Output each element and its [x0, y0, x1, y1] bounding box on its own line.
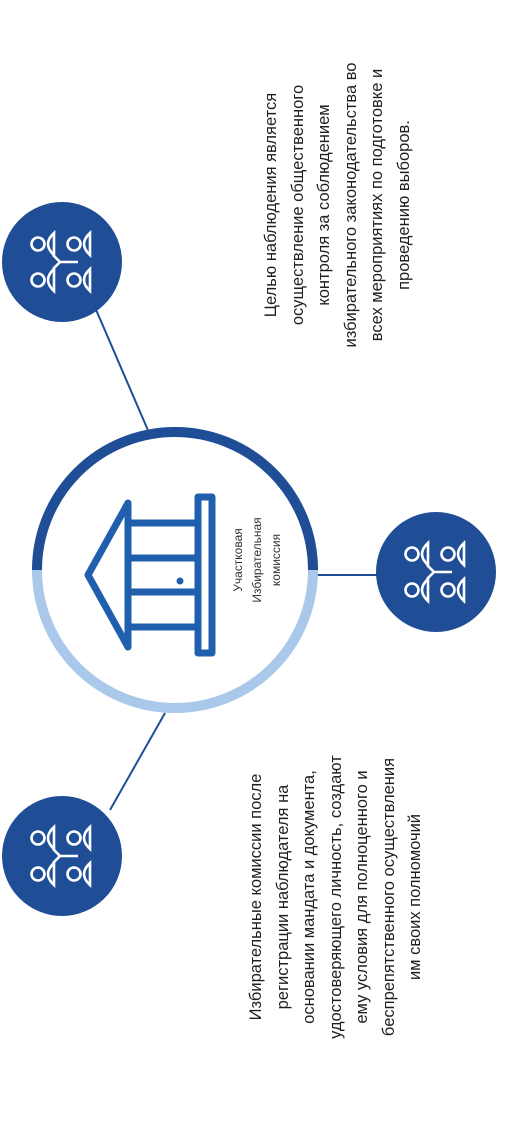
center-label-line: Избирательная: [250, 517, 264, 603]
connector-top-right: [93, 304, 151, 436]
text-line: им своих полномочий: [406, 813, 424, 981]
people-group-icon: [30, 824, 92, 888]
observer-left: [2, 796, 122, 916]
building-icon: [84, 493, 216, 657]
text-line: всех мероприятиях по подготовке и: [368, 68, 386, 342]
people-group-icon: [30, 230, 92, 294]
text-line: Целью наблюдения является: [262, 92, 280, 318]
text-block-left: Избирательные комиссии после регистрации…: [243, 677, 429, 1117]
center-ring-dark: [32, 427, 318, 571]
observer-top-right: [2, 202, 122, 322]
text-line: основании мандата и документа,: [300, 770, 318, 1024]
text-line: беспрепятственного осуществления: [379, 757, 398, 1037]
text-line: регистрации наблюдателя на: [273, 784, 292, 1010]
text-block-right: Целью наблюдения является осуществление …: [258, 5, 417, 405]
text-line: Избирательные комиссии после: [247, 773, 265, 1021]
center-label-line: Участковая: [231, 528, 245, 592]
center-label-line: комиссия: [269, 533, 283, 587]
text-line: удостоверяющего личность, создают: [326, 755, 345, 1039]
text-line: проведению выборов.: [394, 120, 413, 290]
text-line: осуществление общественного: [288, 84, 307, 326]
text-line: контроля за соблюдением: [315, 104, 333, 306]
text-line: избирательного законодательства во: [341, 62, 360, 348]
people-group-icon: [404, 540, 466, 604]
center-label: Участковая Избирательная комиссия: [229, 480, 286, 640]
observer-bottom: [376, 512, 496, 632]
connector-left: [109, 712, 166, 811]
text-line: ему условия для полноценного и: [353, 770, 371, 1024]
